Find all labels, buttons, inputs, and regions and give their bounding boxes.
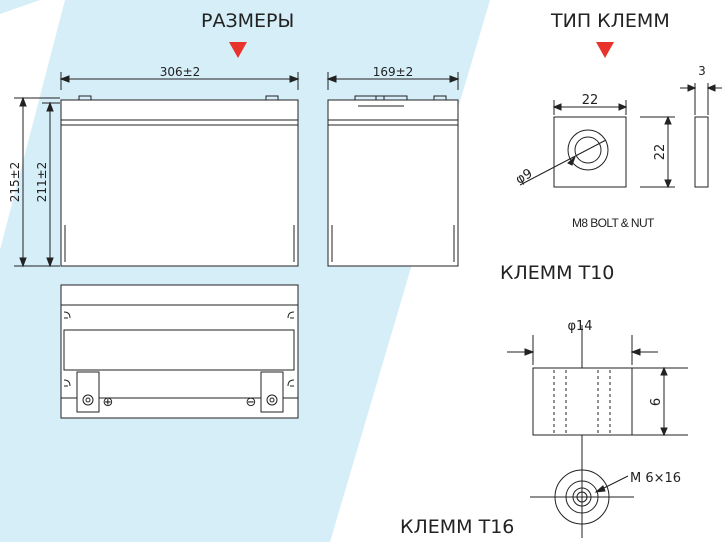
terminal-type-title: ТИП КЛЕММ [551,10,670,32]
t16-diameter-dimension: φ14 [567,319,592,334]
bolt-nut-label: M8 BOLT & NUT [572,216,654,230]
side-view [326,72,460,267]
terminal-t16-label: КЛЕММ Т16 [400,516,515,538]
bolt-height-dimension: 22 [653,144,668,161]
terminal-type-marker [596,42,614,58]
bolt-terminal-drawing [519,83,722,189]
background-corner [0,0,40,14]
total-height-dimension: 215±2 [8,162,22,203]
dimensions-marker [229,42,247,58]
t16-height-dimension: 6 [649,398,664,406]
bolt-hole-diameter: φ9 [513,166,535,187]
t16-terminal-drawing [507,325,688,538]
background-stripe [0,0,490,542]
width-dimension: 169±2 [373,65,414,79]
container-height-dimension: 211±2 [35,162,49,203]
length-dimension: 306±2 [160,65,201,79]
bolt-width-dimension: 22 [582,93,599,108]
t16-thread-spec: M 6×16 [630,471,681,486]
bolt-thickness-dimension: 3 [698,64,706,78]
front-view [14,72,300,268]
dimensions-title: РАЗМЕРЫ [201,10,295,32]
positive-terminal-symbol: ⊕ [103,395,114,410]
top-view [60,284,299,419]
terminal-t10-label: КЛЕММ Т10 [500,262,615,284]
negative-terminal-symbol: ⊖ [246,395,257,410]
